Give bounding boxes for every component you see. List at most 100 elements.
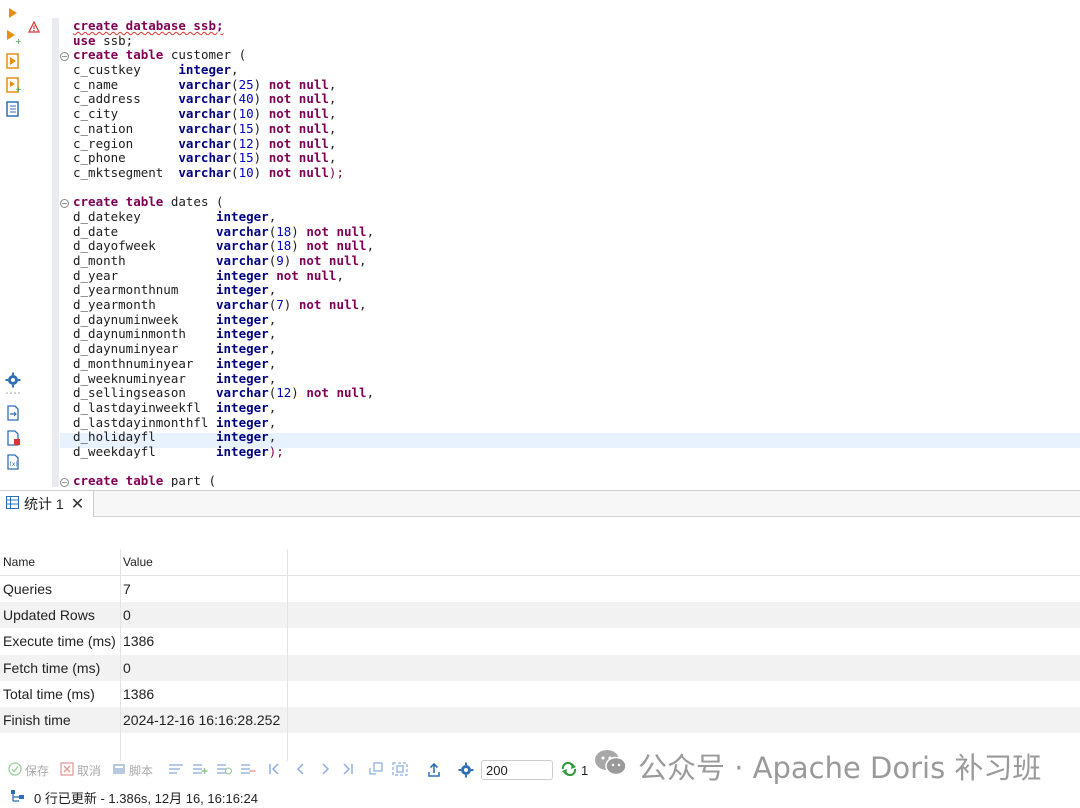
column-header-value[interactable]: Value [123, 555, 153, 569]
code-line[interactable]: create table part ( [73, 473, 374, 487]
table-row[interactable]: Updated Rows 0 [0, 602, 1080, 629]
close-icon[interactable]: ✕ [70, 496, 85, 513]
code-line[interactable]: d_sellingseason varchar(12) not null, [73, 385, 374, 401]
table-row[interactable]: Fetch time (ms) 0 [0, 655, 1080, 682]
code-line[interactable]: use ssb; [73, 33, 374, 49]
sql-editor[interactable]: + + (x) − − − create database s [0, 0, 1080, 487]
fetch-size-input[interactable] [481, 760, 553, 780]
code-token: ) [283, 253, 299, 268]
next-page-icon[interactable] [318, 762, 332, 776]
column-header-name[interactable]: Name [3, 555, 36, 569]
load-plan-icon[interactable] [5, 101, 21, 117]
code-line[interactable]: c_region varchar(12) not null, [73, 136, 374, 152]
code-line[interactable]: create table customer ( [73, 48, 374, 63]
code-token: d_year [73, 267, 216, 283]
svg-text:+: + [15, 37, 21, 45]
fold-toggle-icon[interactable]: − [60, 478, 69, 487]
execute-statement-icon[interactable] [5, 5, 21, 21]
code-line[interactable]: d_lastdayinweekfl integer, [73, 400, 374, 416]
code-token: , [268, 311, 277, 327]
code-line[interactable]: d_month varchar(9) not null, [73, 253, 374, 269]
file-error-icon[interactable] [5, 430, 21, 446]
watermark-text: 公众号 · Apache Doris 补习班 [638, 751, 1042, 785]
warning-icon [28, 20, 40, 34]
execute-script-icon[interactable]: + [5, 29, 21, 45]
row-value: 0 [123, 607, 131, 624]
sql-code[interactable]: create database ssb;use ssb;create table… [73, 18, 374, 487]
code-token: varchar [178, 76, 232, 92]
code-line[interactable]: d_date varchar(18) not null, [73, 224, 374, 240]
code-line[interactable]: d_lastdayinmonthfl integer, [73, 414, 374, 431]
code-line[interactable]: d_daynuminyear integer, [73, 341, 374, 357]
table-row[interactable]: Finish time 2024-12-16 16:16:28.252 [0, 707, 1080, 734]
code-token: c_mktsegment [73, 164, 179, 180]
code-line[interactable]: c_name varchar(25) not null, [73, 76, 374, 93]
execute-in-new-tab-icon[interactable] [5, 53, 21, 69]
format-icon[interactable] [168, 762, 184, 776]
code-line[interactable]: c_phone varchar(15) not null, [73, 150, 374, 166]
code-token: 10 [238, 164, 254, 180]
first-page-icon[interactable] [268, 762, 282, 776]
fold-toggle-icon[interactable]: − [60, 52, 69, 61]
fold-toggle-icon[interactable]: − [60, 199, 69, 208]
previous-page-icon[interactable] [294, 762, 308, 776]
code-line[interactable]: d_holidayfl integer, [73, 429, 374, 445]
code-line[interactable]: d_weekdayfl integer); [73, 443, 374, 460]
code-token: d_yearmonth [73, 297, 216, 313]
save-button[interactable]: 保存 [8, 762, 49, 779]
explain-plan-icon[interactable]: + [5, 77, 21, 93]
code-line[interactable]: create database ssb; [73, 18, 374, 34]
config-gear-icon[interactable] [458, 762, 474, 778]
code-line[interactable]: d_weeknuminyear integer, [73, 371, 374, 387]
fetch-all-icon[interactable] [392, 762, 408, 776]
table-row[interactable]: Execute time (ms) 1386 [0, 628, 1080, 654]
cancel-button[interactable]: 取消 [60, 762, 101, 779]
code-line[interactable]: c_custkey integer, [73, 62, 374, 78]
code-token: ) [291, 238, 307, 254]
table-row[interactable]: Total time (ms) 1386 [0, 681, 1080, 707]
variables-icon[interactable]: (x) [5, 454, 21, 470]
panel-toggle-icon[interactable] [522, 484, 562, 487]
code-line[interactable]: create table dates ( [73, 194, 374, 210]
column-divider[interactable] [287, 549, 288, 761]
status-tree-icon [10, 789, 26, 806]
delete-row-icon[interactable] [240, 762, 256, 776]
code-line[interactable]: d_monthnuminyear integer, [73, 356, 374, 372]
export-script-icon[interactable] [5, 405, 21, 421]
fetch-next-icon[interactable] [368, 762, 384, 776]
refresh-button[interactable]: 1 [560, 761, 588, 779]
code-line[interactable]: d_dayofweek varchar(18) not null, [73, 238, 374, 254]
settings-gear-icon[interactable] [5, 372, 21, 388]
column-divider[interactable] [120, 549, 121, 761]
code-line[interactable]: d_daynuminmonth integer, [73, 327, 374, 342]
code-token: , [328, 120, 337, 136]
code-token: ( [231, 120, 239, 136]
code-line[interactable]: c_nation varchar(15) not null, [73, 120, 374, 137]
code-line[interactable]: d_year integer not null, [73, 267, 374, 284]
code-line[interactable]: d_datekey integer, [73, 209, 374, 225]
code-line[interactable]: d_yearmonthnum integer, [73, 283, 374, 298]
code-token: not null [268, 91, 329, 107]
code-line[interactable]: c_address varchar(40) not null, [73, 92, 374, 107]
code-token: 15 [238, 120, 254, 136]
copy-row-icon[interactable] [216, 762, 232, 776]
script-button[interactable]: 脚本 [112, 762, 153, 779]
code-line[interactable] [73, 181, 374, 196]
tab-label: 统计 1 [24, 496, 64, 512]
code-line[interactable]: d_yearmonth varchar(7) not null, [73, 297, 374, 313]
tab-statistics[interactable]: 统计 1 ✕ [0, 491, 94, 517]
code-line[interactable]: c_city varchar(10) not null, [73, 106, 374, 122]
export-icon[interactable] [426, 762, 442, 778]
add-row-icon[interactable] [192, 762, 208, 776]
code-token: d_lastdayinmonthfl [73, 414, 216, 430]
editor-side-toolbar: + + (x) [0, 0, 26, 487]
code-line[interactable] [73, 460, 374, 475]
table-icon [6, 496, 19, 512]
code-line[interactable]: d_daynuminweek integer, [73, 311, 374, 328]
code-token: d_weekdayfl [73, 443, 216, 459]
code-token: varchar [216, 253, 269, 268]
code-token: varchar [178, 150, 232, 166]
code-line[interactable]: c_mktsegment varchar(10) not null); [73, 164, 374, 181]
table-row[interactable]: Queries 7 [0, 576, 1080, 602]
last-page-icon[interactable] [340, 762, 354, 776]
